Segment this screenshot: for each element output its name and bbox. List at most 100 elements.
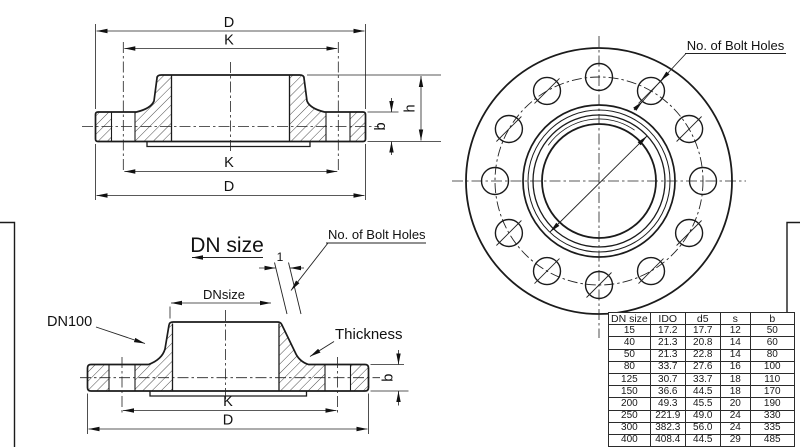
centerlines [82, 42, 379, 172]
col-header-d5: d5 [684, 311, 721, 326]
table-cell: 170 [749, 385, 795, 399]
dim-k-bottom-label: K [224, 155, 234, 171]
dim-b-label: b [373, 122, 389, 130]
dim-k-top-label: K [224, 33, 234, 49]
table-cell: 17.2 [649, 324, 686, 338]
table-cell: 21.3 [649, 348, 686, 362]
leaders-bottom [95, 242, 426, 357]
table-cell: 221.9 [649, 409, 686, 423]
table-cell: 18 [719, 385, 751, 399]
section-view-bottom: DN size 1 No. of Bolt Holes DNsize DN100… [47, 227, 426, 434]
dimension-labels: D K K D b h [224, 15, 419, 195]
table-cell: 485 [749, 433, 795, 447]
table-cell: 24 [719, 421, 751, 435]
dim-h-label: h [403, 104, 419, 112]
table-cell: 50 [749, 324, 795, 338]
table-cell: 400 [608, 433, 651, 447]
table-cell: 24 [719, 409, 751, 423]
table-cell: 330 [749, 409, 795, 423]
table-cell: 33.7 [649, 360, 686, 374]
table-cell: 44.5 [684, 385, 721, 399]
front-view: No. of Bolt Holes [452, 36, 786, 338]
table-cell: 190 [749, 397, 795, 411]
table-cell: 300 [608, 421, 651, 435]
bolt-holes-label-bottom: No. of Bolt Holes [328, 227, 426, 242]
dimensions [95, 24, 441, 200]
frame-borders [0, 221, 800, 447]
table-header-row: DN size IDO d5 s b [608, 311, 795, 326]
table-cell: 14 [719, 336, 751, 350]
table-cell: 20.8 [684, 336, 721, 350]
table-cell: 16 [719, 360, 751, 374]
table-cell: 40 [608, 336, 651, 350]
table-cell: 100 [749, 360, 795, 374]
table-cell: 44.5 [684, 433, 721, 447]
table-cell: 49.0 [684, 409, 721, 423]
labels-bottom: DN size 1 No. of Bolt Holes DNsize DN100… [47, 227, 426, 429]
dim-d-label-bottom-view: D [223, 413, 233, 429]
table-cell: 15 [608, 324, 651, 338]
table-cell: 110 [749, 372, 795, 387]
col-header-dn-size: DN size [608, 311, 651, 326]
table-cell: 56.0 [684, 421, 721, 435]
dim-b-label-bottom-view: b [380, 374, 396, 382]
table-cell: 125 [608, 372, 651, 387]
table-cell: 250 [608, 409, 651, 423]
bore-diameter-line [549, 135, 648, 233]
table-cell: 200 [608, 397, 651, 411]
table-cell: 17.7 [684, 324, 721, 338]
table-cell: 18 [719, 372, 751, 387]
table-cell: 20 [719, 397, 751, 411]
table-cell: 382.3 [649, 421, 686, 435]
table-cell: 21.3 [649, 336, 686, 350]
table-cell: 80 [749, 348, 795, 362]
table-cell: 50 [608, 348, 651, 362]
dim-d-bottom-label: D [224, 179, 234, 195]
table-cell: 22.8 [684, 348, 721, 362]
front-centerlines [452, 36, 746, 338]
table-cell: 150 [608, 385, 651, 399]
dnsize-dim-label: DNsize [203, 287, 245, 302]
dn100-label: DN100 [47, 314, 92, 330]
section-view-top: D K K D b h [82, 15, 441, 200]
centerlines-bottom [80, 310, 380, 416]
dim-d-top-label: D [224, 15, 234, 31]
table-cell: 80 [608, 360, 651, 374]
table-cell: 335 [749, 421, 795, 435]
col-header-ido: IDO [649, 311, 686, 326]
table-cell: 14 [719, 348, 751, 362]
dim-k-label-bottom-view: K [223, 394, 233, 410]
dn-size-heading: DN size [190, 234, 264, 257]
thickness-label: Thickness [335, 326, 403, 343]
table-cell: 36.6 [649, 385, 686, 399]
bolt-holes [480, 62, 718, 300]
table-cell: 33.7 [684, 372, 721, 387]
dimensions-bottom [87, 262, 409, 434]
col-header-b: b [749, 311, 795, 326]
table-cell: 12 [719, 324, 751, 338]
table-cell: 45.5 [684, 397, 721, 411]
gap-dim-label: 1 [277, 250, 284, 264]
table-cell: 27.6 [684, 360, 721, 374]
table-cell: 29 [719, 433, 751, 447]
hatch-areas-bottom [87, 322, 369, 391]
flange-outline-bottom [86, 321, 370, 397]
table-cell: 408.4 [649, 433, 686, 447]
col-header-s: s [719, 311, 751, 326]
bolt-holes-label: No. of Bolt Holes [687, 38, 785, 53]
table-cell: 60 [749, 336, 795, 350]
table-cell: 30.7 [649, 372, 686, 387]
